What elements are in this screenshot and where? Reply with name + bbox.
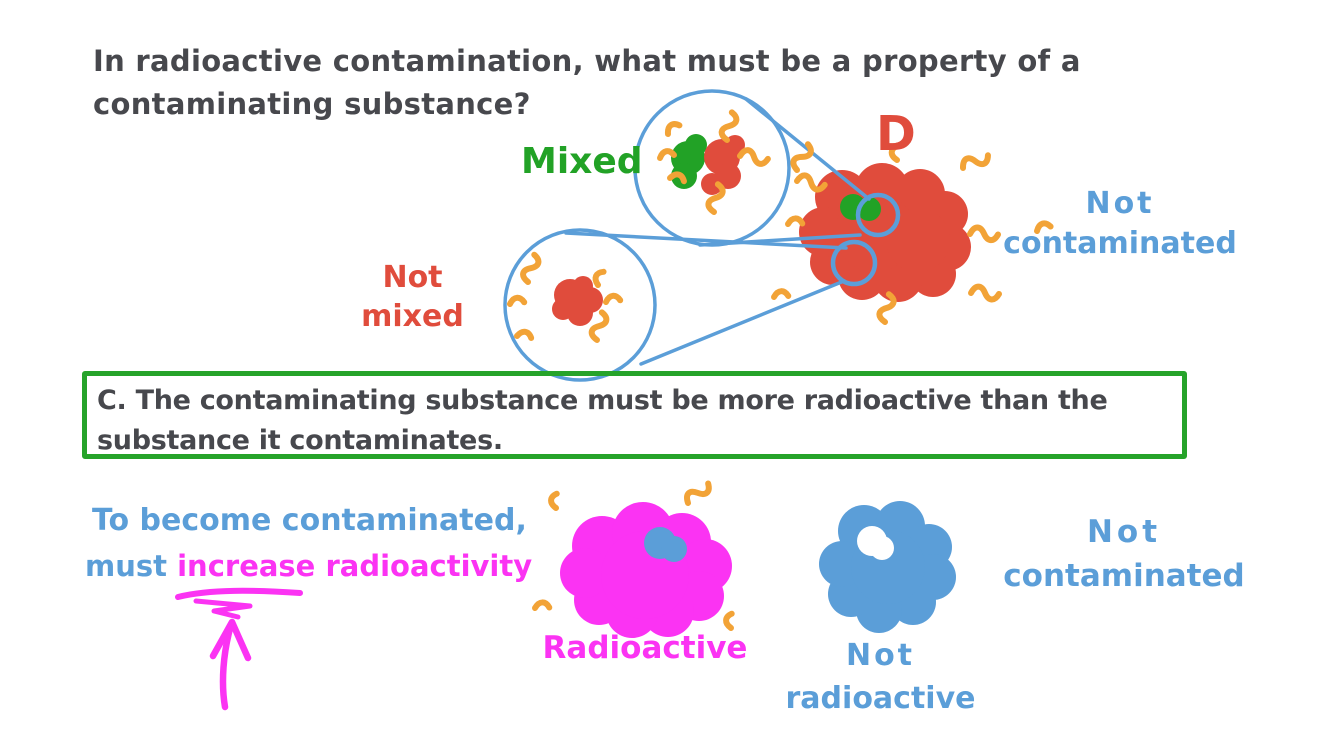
radioactive-label: Radioactive: [542, 630, 748, 666]
not-contaminated-bottom-line1: Not: [1086, 514, 1162, 550]
note-line-1: To become contaminated,: [92, 503, 527, 538]
note-radioactivity: radioactivity: [325, 549, 533, 583]
answer-box: C. The contaminating substance must be m…: [82, 371, 1187, 459]
emphasis-underline: [175, 587, 303, 620]
answer-line-1: C. The contaminating substance must be m…: [97, 385, 1108, 416]
zoom-source-circle-top: [855, 192, 901, 238]
not-mixed-label-line2: mixed: [361, 299, 464, 334]
not-contaminated-top-line2: contaminated: [1003, 226, 1237, 261]
not-mixed-substance-blob: [552, 276, 603, 326]
not-radioactive-label-line2: radioactive: [785, 681, 976, 716]
question-line-1: In radioactive contamination, what must …: [93, 44, 1081, 78]
not-contaminated-top-line1: Not: [1085, 186, 1155, 221]
up-arrow: [209, 618, 252, 711]
blue-contaminant-patch: [644, 527, 687, 562]
radioactive-blob: [560, 502, 732, 638]
mixed-substances-blob: [671, 134, 745, 195]
white-spot: [857, 526, 894, 560]
question-line-2: contaminating substance?: [93, 87, 531, 121]
magnifier-circle-not-mixed: [503, 228, 657, 382]
answer-line-2: substance it contaminates.: [97, 425, 503, 456]
not-mixed-label-line1: Not: [382, 260, 443, 295]
note-increase: increase: [177, 549, 316, 583]
not-contaminated-bottom-line2: contaminated: [1003, 558, 1245, 594]
not-radioactive-blob: [819, 501, 956, 633]
zoom-source-circle-bottom: [830, 239, 878, 287]
mixed-label: Mixed: [521, 141, 643, 182]
note-must: must: [85, 549, 167, 583]
not-radioactive-label-line1: Not: [845, 638, 916, 673]
substance-d-label: D: [876, 106, 916, 162]
